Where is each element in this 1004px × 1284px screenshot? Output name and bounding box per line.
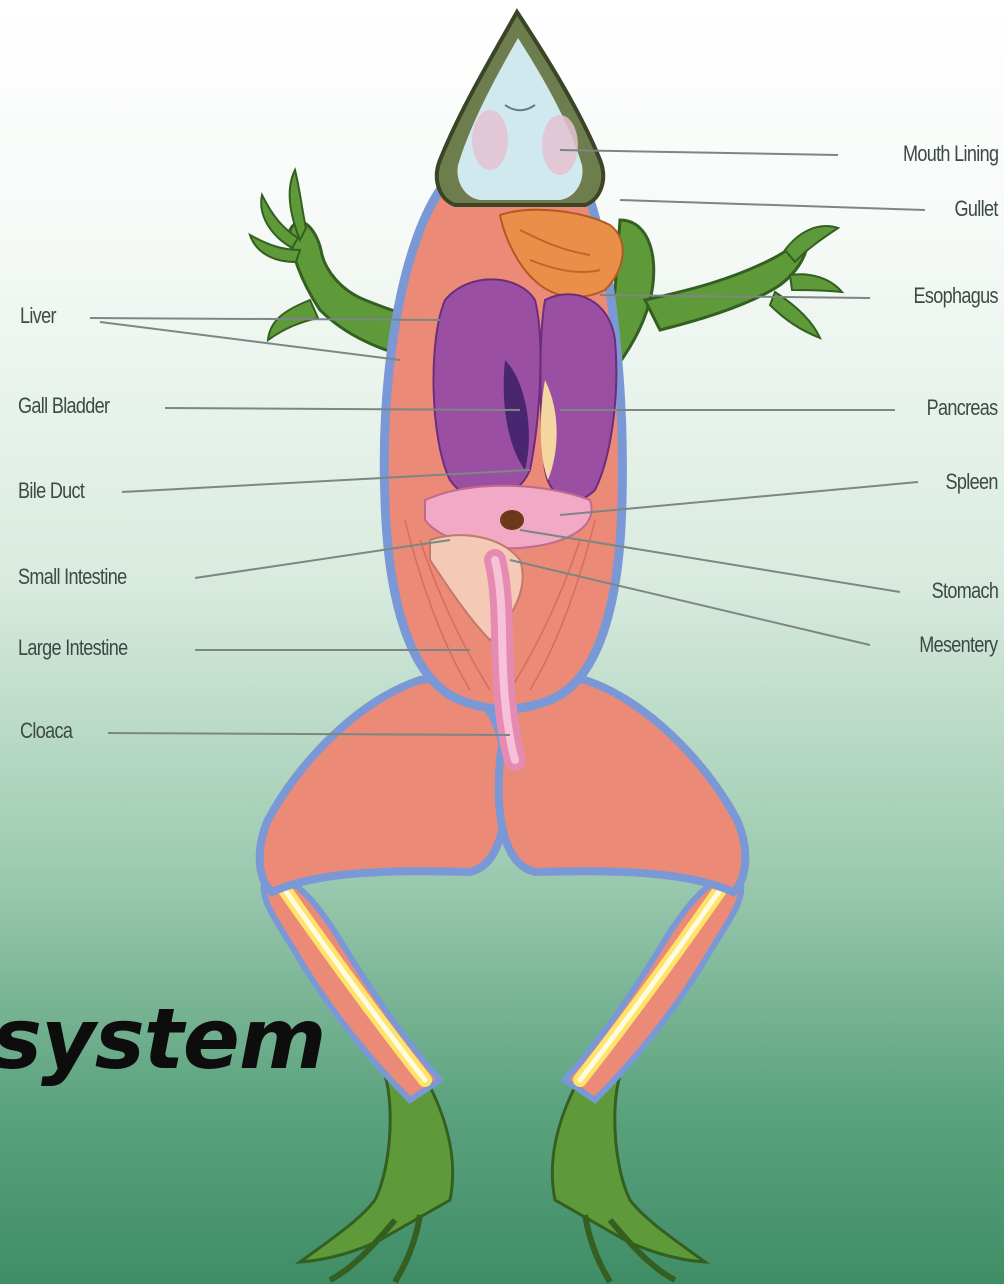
stomach-organ (500, 510, 524, 530)
liver-organ (434, 279, 617, 500)
label-mesentery: Mesentery (920, 632, 998, 658)
frog-head (437, 12, 603, 205)
label-bile-duct: Bile Duct (18, 478, 84, 504)
label-stomach: Stomach (931, 578, 998, 604)
label-small-intestine: Small Intestine (18, 564, 126, 590)
label-spleen: Spleen (946, 469, 998, 495)
right-thigh (499, 679, 746, 892)
gullet-leader (620, 200, 925, 210)
right-foot (552, 1060, 705, 1282)
left-foot (300, 1060, 453, 1282)
left-thigh (260, 679, 507, 892)
mouth-lining-leader (560, 150, 838, 155)
label-esophagus: Esophagus (914, 283, 998, 309)
label-cloaca: Cloaca (20, 718, 72, 744)
label-gullet: Gullet (955, 196, 998, 222)
label-liver: Liver (20, 303, 56, 329)
title-fragment: system (0, 990, 325, 1088)
label-pancreas: Pancreas (927, 395, 998, 421)
label-large-intestine: Large Intestine (18, 635, 128, 661)
right-shin (565, 878, 741, 1100)
label-mouth-lining: Mouth Lining (903, 141, 998, 167)
label-gall-bladder: Gall Bladder (18, 393, 109, 419)
